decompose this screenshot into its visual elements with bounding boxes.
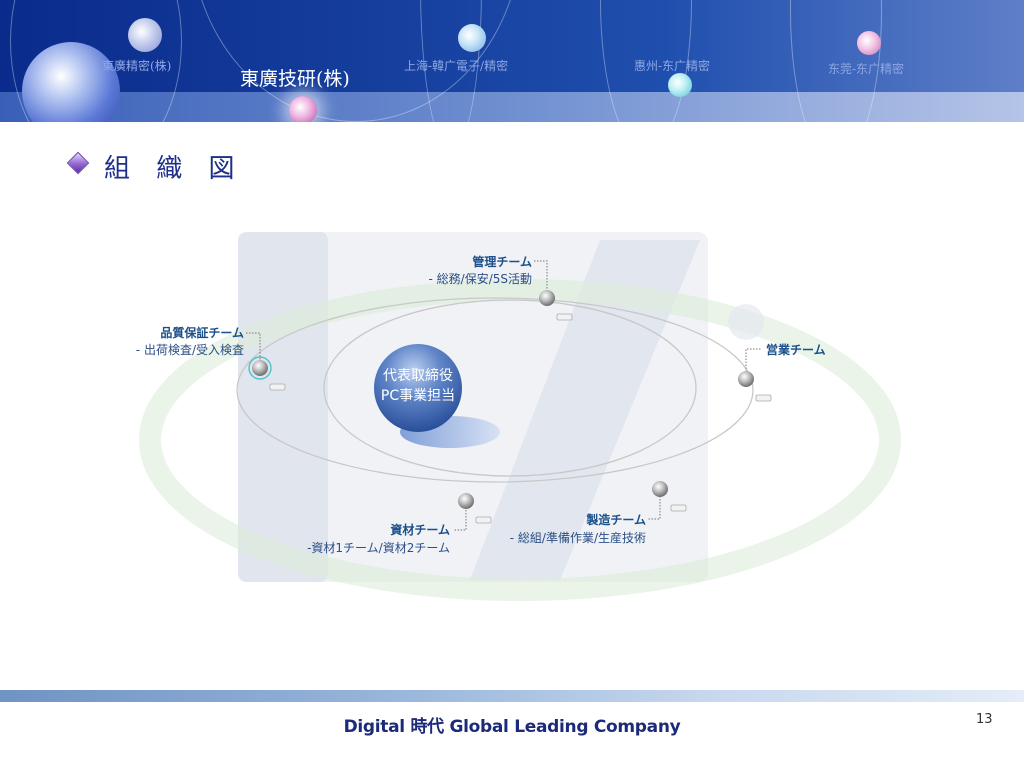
company-tab-huizhou[interactable]: 惠州-东广精密: [634, 59, 711, 73]
team-management[interactable]: 管理チーム - 総務/保安/5S活動: [429, 254, 573, 321]
team-materials-name: 資材チーム: [390, 522, 450, 537]
company-tab-tokwang-tech[interactable]: 東廣技研(株): [240, 68, 350, 90]
team-materials[interactable]: 資材チーム -資材1チーム/資材2チーム: [307, 493, 492, 555]
orb: [289, 96, 317, 122]
team-manufacturing-name: 製造チーム: [585, 512, 646, 527]
orb: [857, 31, 881, 55]
company-tab-tokwang-precision[interactable]: 東廣精密(株): [102, 59, 172, 73]
globe-orb: [22, 42, 120, 122]
page-number: 13: [976, 712, 993, 727]
orb: [668, 73, 692, 97]
center-node[interactable]: [374, 344, 462, 432]
company-tab-shanghai[interactable]: 上海-韓广電子/精密: [404, 59, 509, 73]
team-sales[interactable]: 営業チーム: [738, 342, 826, 402]
team-management-duties: - 総務/保安/5S活動: [429, 271, 532, 286]
footer-slogan: Digital 時代 Global Leading Company: [343, 717, 681, 737]
team-manufacturing[interactable]: 製造チーム - 総組/準備作業/生産技術: [510, 481, 687, 545]
center-node-label: 代表取締役 PC事業担当: [372, 366, 464, 406]
inner-orbit: [323, 299, 697, 477]
center-role: PC事業担当: [380, 388, 456, 404]
team-quality[interactable]: 品質保証チーム - 出荷検査/受入検査: [136, 325, 286, 391]
footer-line: [0, 690, 1024, 702]
team-quality-name: 品質保証チーム: [160, 325, 244, 340]
team-sales-name: 営業チーム: [766, 342, 826, 357]
page-title: 組 織 図: [104, 154, 244, 184]
team-quality-duties: - 出荷検査/受入検査: [136, 343, 244, 357]
outer-orbit: [236, 297, 754, 483]
orb: [128, 18, 162, 52]
team-manufacturing-duties: - 総組/準備作業/生産技術: [510, 530, 646, 545]
company-tab-dongguan[interactable]: 东莞-东广精密: [828, 62, 905, 76]
watermark-logo: [139, 232, 901, 601]
orb: [458, 24, 486, 52]
team-materials-duties: -資材1チーム/資材2チーム: [307, 541, 450, 555]
center-title: 代表取締役: [383, 368, 453, 384]
header-banner: 東廣精密(株) 東廣技研(株) 上海-韓广電子/精密 惠州-东广精密 东莞-东广…: [0, 0, 1024, 122]
team-management-name: 管理チーム: [472, 254, 532, 269]
